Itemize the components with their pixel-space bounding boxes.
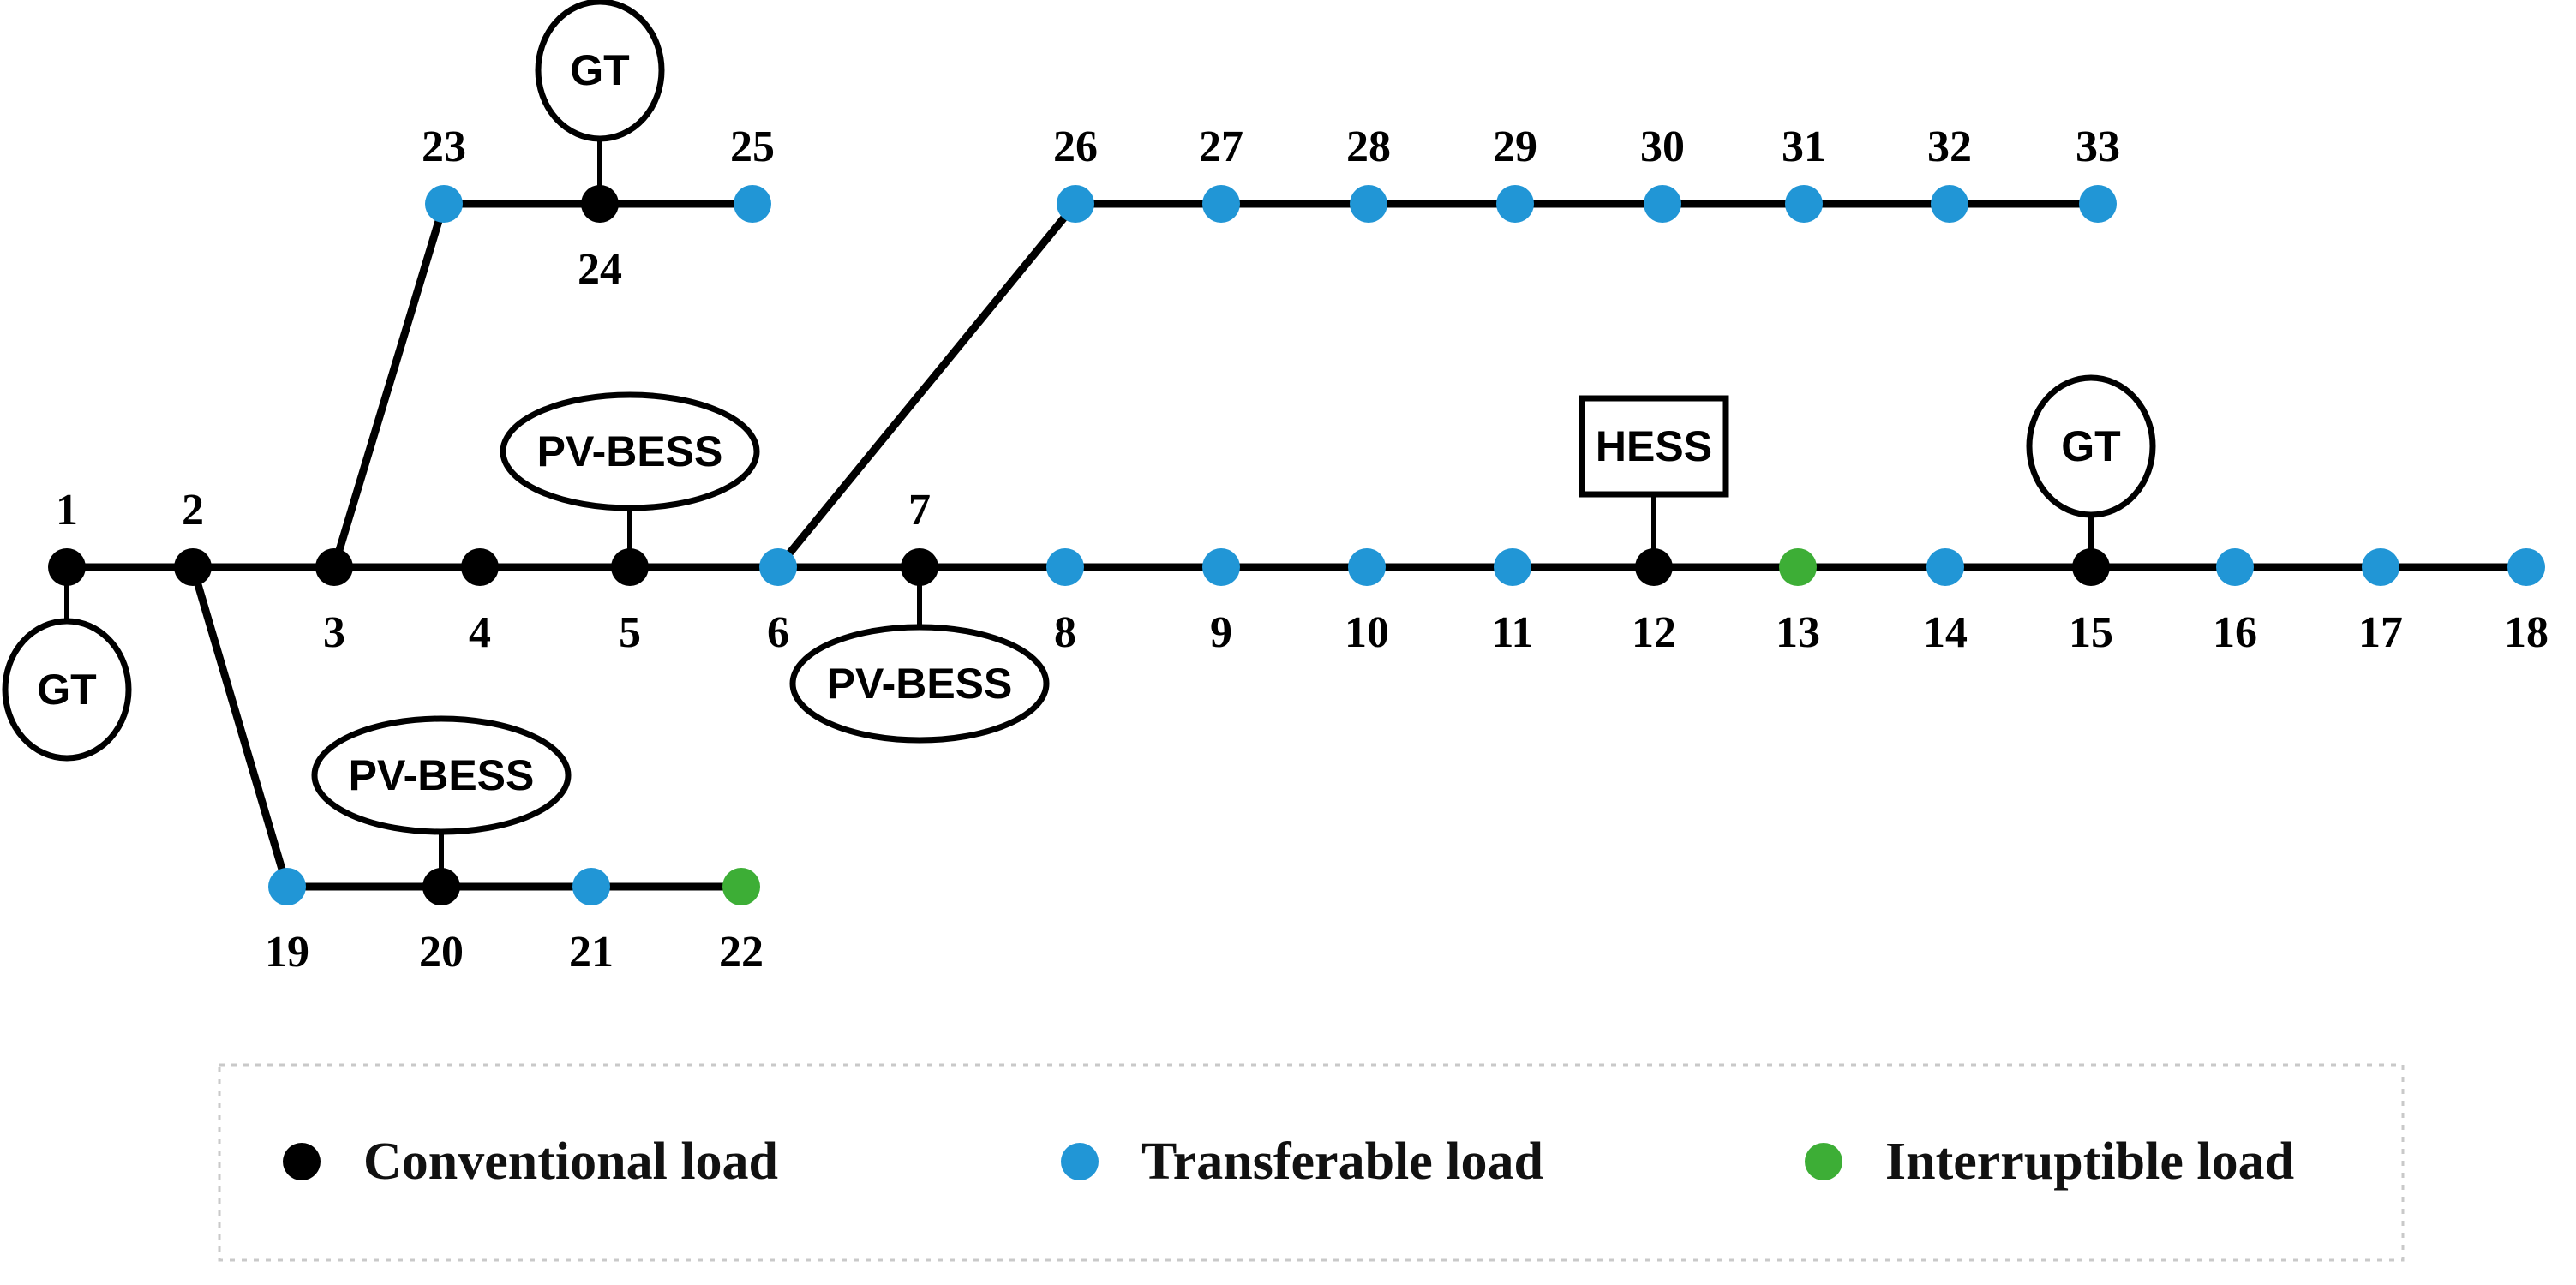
bus-label-30: 30 xyxy=(1640,123,1685,171)
bus-node-13[interactable] xyxy=(1779,548,1817,586)
bus-node-16[interactable] xyxy=(2216,548,2254,586)
bus-label-12: 12 xyxy=(1632,608,1676,657)
bus-label-13: 13 xyxy=(1776,608,1820,657)
pvbess-bus-20-shape xyxy=(311,715,572,835)
bus-label-2: 2 xyxy=(182,486,204,535)
edges-layer xyxy=(67,200,2526,891)
bus-node-11[interactable] xyxy=(1494,548,1531,586)
bus-label-1: 1 xyxy=(56,486,78,535)
bus-node-4[interactable] xyxy=(461,548,499,586)
gt-bus-15-label: GT xyxy=(2061,422,2120,470)
bus-label-9: 9 xyxy=(1210,608,1232,657)
bus-label-23: 23 xyxy=(422,123,466,171)
bus-node-15[interactable] xyxy=(2072,548,2110,586)
bus-label-26: 26 xyxy=(1053,123,1098,171)
bus-label-29: 29 xyxy=(1493,123,1537,171)
bus-label-17: 17 xyxy=(2358,608,2403,657)
bus-node-12[interactable] xyxy=(1635,548,1673,586)
bus-node-23[interactable] xyxy=(425,185,463,223)
bus-node-33[interactable] xyxy=(2079,185,2117,223)
bus-label-3: 3 xyxy=(323,608,345,657)
bus-label-4: 4 xyxy=(469,608,491,657)
bus-label-16: 16 xyxy=(2213,608,2257,657)
bus-label-28: 28 xyxy=(1346,123,1391,171)
legend-marker-transferable xyxy=(1061,1143,1099,1180)
gt-bus-24-label: GT xyxy=(570,46,629,94)
bus-label-22: 22 xyxy=(719,928,764,977)
gt-bus-1-label: GT xyxy=(37,666,96,714)
legend-marker-conventional xyxy=(283,1143,321,1180)
hess-bus-12-label: HESS xyxy=(1596,422,1712,470)
legend-label-transferable: Transferable load xyxy=(1141,1133,1543,1191)
bus-node-31[interactable] xyxy=(1785,185,1823,223)
pvbess-bus-7-label: PV-BESS xyxy=(827,660,1013,708)
bus-label-14: 14 xyxy=(1923,608,1968,657)
bus-node-17[interactable] xyxy=(2362,548,2399,586)
bus-label-31: 31 xyxy=(1782,123,1826,171)
bus-node-19[interactable] xyxy=(268,868,306,905)
bus-label-20: 20 xyxy=(419,928,464,977)
bus-label-10: 10 xyxy=(1345,608,1389,657)
bus-label-21: 21 xyxy=(569,928,614,977)
bus-node-3[interactable] xyxy=(315,548,353,586)
legend: Conventional load Transferable load Interr… xyxy=(218,1063,2405,1262)
bus-label-6: 6 xyxy=(767,608,789,657)
bus-node-21[interactable] xyxy=(572,868,610,905)
bus-node-26[interactable] xyxy=(1057,185,1094,223)
pvbess-bus-7-shape xyxy=(789,624,1050,744)
gt-bus-24-shape xyxy=(535,0,665,142)
bus-node-1[interactable] xyxy=(48,548,86,586)
bus-label-11: 11 xyxy=(1491,608,1533,657)
hess-bus-12-shape xyxy=(1579,395,1729,498)
bus-node-2[interactable] xyxy=(174,548,212,586)
bus-label-33: 33 xyxy=(2076,123,2120,171)
bus-nodes-layer xyxy=(48,185,2545,905)
bus-label-15: 15 xyxy=(2069,608,2113,657)
bus-node-5[interactable] xyxy=(611,548,649,586)
bus-node-30[interactable] xyxy=(1644,185,1681,223)
bus-label-27: 27 xyxy=(1199,123,1243,171)
bus-label-24: 24 xyxy=(578,245,622,294)
bus-node-7[interactable] xyxy=(901,548,938,586)
bus-node-10[interactable] xyxy=(1348,548,1386,586)
pvbess-bus-20-label: PV-BESS xyxy=(349,751,535,799)
legend-marker-interruptible xyxy=(1805,1143,1842,1180)
gt-bus-1-shape xyxy=(2,618,132,762)
bus-node-8[interactable] xyxy=(1046,548,1084,586)
bus-label-18: 18 xyxy=(2504,608,2549,657)
bus-label-19: 19 xyxy=(265,928,309,977)
bus-label-7: 7 xyxy=(908,486,931,535)
bus-node-27[interactable] xyxy=(1202,185,1240,223)
bus-node-14[interactable] xyxy=(1926,548,1964,586)
bus-label-5: 5 xyxy=(619,608,641,657)
bus-label-25: 25 xyxy=(730,123,775,171)
pvbess-bus-5-label: PV-BESS xyxy=(537,427,723,475)
pvbess-bus-5-shape xyxy=(500,391,760,511)
bus-node-29[interactable] xyxy=(1496,185,1534,223)
bus-node-9[interactable] xyxy=(1202,548,1240,586)
bus-node-18[interactable] xyxy=(2507,548,2545,586)
bus-node-25[interactable] xyxy=(734,185,771,223)
line-6-26 xyxy=(775,201,1079,570)
bus-node-20[interactable] xyxy=(422,868,460,905)
bus-node-24[interactable] xyxy=(581,185,619,223)
bus-node-6[interactable] xyxy=(759,548,797,586)
bus-node-28[interactable] xyxy=(1350,185,1387,223)
bus-label-8: 8 xyxy=(1054,608,1076,657)
bus-node-22[interactable] xyxy=(722,868,760,905)
gt-bus-15-shape xyxy=(2026,374,2156,518)
generation-units-layer: GT PV-BESS PV-BESS HESS GT GT PV-BESS xyxy=(2,0,2156,835)
legend-label-conventional: Conventional load xyxy=(363,1133,778,1191)
legend-label-interruptible: Interruptible load xyxy=(1885,1133,2294,1191)
bus-node-32[interactable] xyxy=(1931,185,1968,223)
line-2-19 xyxy=(189,565,291,888)
legend-border xyxy=(218,1063,2405,1262)
bus-label-32: 32 xyxy=(1927,123,1972,171)
line-3-23 xyxy=(330,202,448,569)
